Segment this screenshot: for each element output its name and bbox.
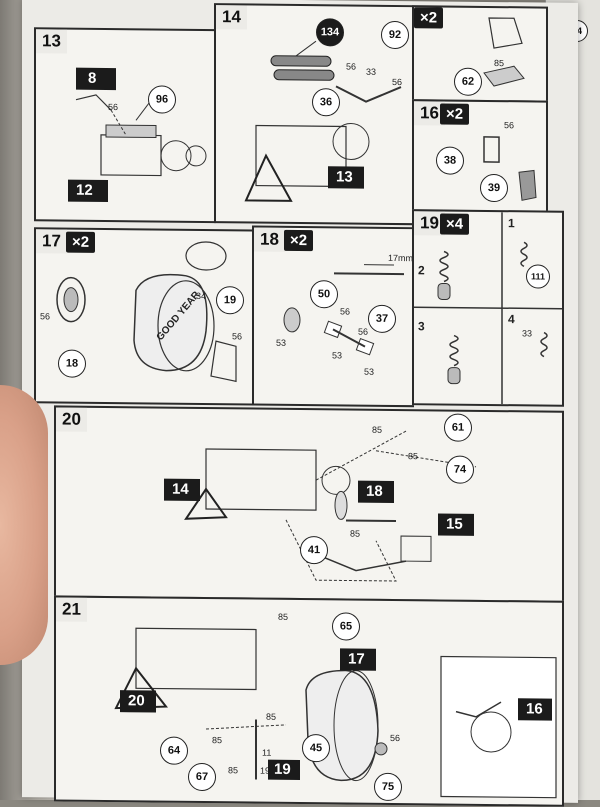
- part-85-label: 85: [408, 451, 418, 461]
- part-85-label: 85: [228, 765, 238, 775]
- part-callout-134: 134: [316, 18, 344, 46]
- ref-20: 20: [128, 692, 145, 709]
- part-53-label: 53: [364, 367, 374, 377]
- part-callout-111: 111: [526, 264, 550, 288]
- dimension-label: 17mm: [388, 253, 413, 263]
- step-13-panel: 13 96 56 8 12: [34, 27, 216, 223]
- step-16-drawing: [414, 101, 546, 212]
- part-callout-45: 45: [302, 734, 330, 762]
- part-callout-64: 64: [160, 737, 188, 765]
- part-85-label: 85: [278, 612, 288, 622]
- instruction-page: 13 96 56 8 12 14 134 92 36: [22, 0, 578, 803]
- part-56-label: 56: [390, 733, 400, 743]
- ref-16: 16: [526, 700, 543, 717]
- part-callout-96: 96: [148, 85, 176, 113]
- ref-14: 14: [172, 481, 189, 498]
- part-85-label: 85: [350, 529, 360, 539]
- part-56-label: 56: [392, 77, 402, 87]
- ref-12: 12: [76, 182, 93, 199]
- step-15-panel: ×2 85 62: [412, 5, 548, 102]
- part-callout-67: 67: [188, 763, 216, 791]
- step-16-panel: 16 ×2 38 56 39: [412, 99, 548, 214]
- part-85-label: 85: [494, 58, 504, 68]
- part-53-label: 53: [276, 338, 286, 348]
- part-56-label: 56: [232, 331, 242, 341]
- part-callout-19: 19: [216, 286, 244, 314]
- ref-18: 18: [366, 483, 383, 500]
- substep-1: 1: [508, 216, 515, 230]
- ref-8: 8: [88, 70, 96, 87]
- ref-15: 15: [446, 516, 463, 533]
- part-callout-37: 37: [368, 305, 396, 333]
- part-callout-75: 75: [374, 773, 402, 801]
- part-callout-18: 18: [58, 349, 86, 377]
- step-17-panel: 17 ×2 GOOD YEAR 56 18 34 19 56: [34, 227, 254, 405]
- ref-17: 17: [348, 651, 365, 668]
- ref-13: 13: [336, 168, 353, 185]
- substep-4: 4: [508, 312, 515, 326]
- substep-3: 3: [418, 319, 425, 333]
- part-85-label: 85: [212, 735, 222, 745]
- part-85-label: 85: [266, 712, 276, 722]
- step-19-drawing: [414, 211, 562, 405]
- part-34-label: 34: [196, 291, 206, 301]
- part-callout-61: 61: [444, 414, 472, 442]
- part-56-label: 56: [358, 327, 368, 337]
- part-56-label: 56: [346, 61, 356, 71]
- part-33-label: 33: [366, 67, 376, 77]
- step-20-drawing: [56, 407, 562, 600]
- part-callout-38: 38: [436, 146, 464, 174]
- part-53-label: 53: [332, 350, 342, 360]
- step-13-drawing: [36, 29, 214, 221]
- part-callout-74: 74: [446, 456, 474, 484]
- part-callout-62: 62: [454, 68, 482, 96]
- part-56-label: 56: [340, 306, 350, 316]
- part-callout-36: 36: [312, 88, 340, 116]
- step-14-panel: 14 134 92 36 56 33 56 13: [214, 3, 414, 225]
- step-19-panel: 19 ×4 1 2 3 4 111 33: [412, 209, 564, 407]
- part-56-label: 56: [108, 102, 118, 112]
- part-33-label: 33: [522, 328, 532, 338]
- part-callout-41: 41: [300, 536, 328, 564]
- part-56-label: 56: [40, 311, 50, 321]
- substep-2: 2: [418, 263, 425, 277]
- part-11-label: 11: [262, 748, 271, 758]
- ref-19: 19: [274, 761, 291, 778]
- step-18-panel: 18 ×2 17mm 50 56 37 53 56 53 53: [252, 225, 414, 407]
- part-callout-65: 65: [332, 612, 360, 640]
- step-20-panel: 20 85 61 85 74 85 41 14 18 15: [54, 405, 564, 602]
- part-callout-39: 39: [480, 174, 508, 202]
- part-callout-50: 50: [310, 280, 338, 308]
- hand-holding-page: [0, 385, 48, 665]
- step-21-panel: 21 85 65 85 45 85 64 11 85 19 67 56 75 2…: [54, 595, 564, 806]
- part-85-label: 85: [372, 425, 382, 435]
- part-56-label: 56: [504, 120, 514, 130]
- part-callout-92: 92: [381, 21, 409, 49]
